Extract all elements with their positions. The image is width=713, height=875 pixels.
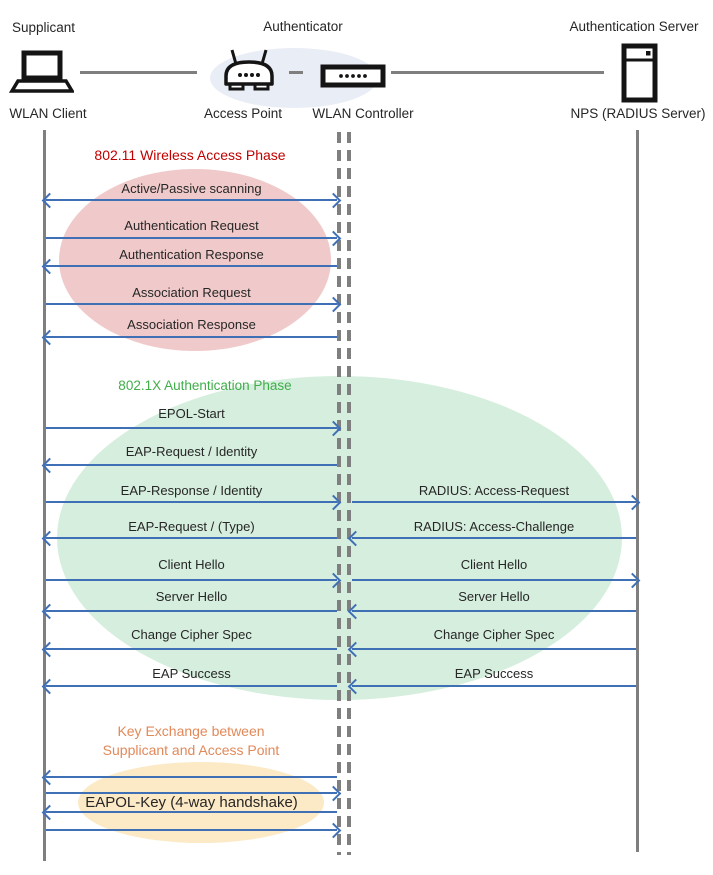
server-icon <box>621 43 658 103</box>
label-server-hello-right: Server Hello <box>458 589 530 604</box>
label-change-cipher-spec-left: Change Cipher Spec <box>131 627 252 642</box>
arrow-eapol-key-msg3 <box>41 804 337 821</box>
label-client-hello-left: Client Hello <box>158 557 225 572</box>
device-label-access-point: Access Point <box>203 106 283 121</box>
arrow-epol-start <box>46 420 342 437</box>
label-active-passive-scanning: Active/Passive scanning <box>121 181 262 196</box>
arrow-eap-request-identity <box>41 457 337 474</box>
wlan-controller-icon <box>320 64 386 88</box>
label-eap-response-identity: EAP-Response / Identity <box>120 483 263 498</box>
label-radius-access-challenge: RADIUS: Access-Challenge <box>413 519 575 534</box>
device-label-wlan-client: WLAN Client <box>9 106 87 121</box>
phase-title-8021x: 802.1X Authentication Phase <box>118 378 292 393</box>
role-supplicant: Supplicant <box>12 20 76 35</box>
lifeline-wlan-client <box>43 130 46 861</box>
arrow-radius-access-request <box>352 494 641 511</box>
label-eapol-key-handshake: EAPOL-Key (4-way handshake) <box>85 794 298 811</box>
role-authenticator: Authenticator <box>263 19 343 34</box>
phase-title-key-exchange: Key Exchange between Supplicant and Acce… <box>60 722 322 760</box>
arrow-eap-response-identity <box>46 494 342 511</box>
arrow-server-hello-left <box>41 603 337 620</box>
label-eap-success-left: EAP Success <box>152 666 231 681</box>
arrow-client-hello-left <box>46 572 342 589</box>
lifeline-wlan-controller-dashed-1 <box>337 132 341 855</box>
label-eap-request-type: EAP-Request / (Type) <box>128 519 255 534</box>
arrow-client-hello-right <box>352 572 641 589</box>
arrow-eapol-key-msg4 <box>46 822 342 839</box>
label-association-request: Association Request <box>132 285 251 300</box>
label-eap-success-right: EAP Success <box>454 666 534 681</box>
lifeline-wlan-controller-dashed-2 <box>347 132 351 855</box>
device-label-nps-radius-server: NPS (RADIUS Server) <box>570 106 706 121</box>
arrow-eap-success-left <box>41 678 337 695</box>
arrow-eap-request-type <box>41 530 337 547</box>
arrow-change-cipher-spec-right <box>347 641 636 658</box>
access-point-icon <box>224 49 274 91</box>
label-association-response: Association Response <box>127 317 256 332</box>
label-authentication-response: Authentication Response <box>119 247 264 262</box>
arrow-authentication-request <box>46 230 342 247</box>
arrow-radius-access-challenge <box>347 530 636 547</box>
arrow-eapol-key-msg2 <box>46 785 342 802</box>
label-change-cipher-spec-right: Change Cipher Spec <box>433 627 555 642</box>
connector-line <box>80 71 197 74</box>
phase-title-key-exchange-line2: Supplicant and Access Point <box>102 742 280 758</box>
laptop-icon <box>8 50 74 93</box>
arrow-eapol-key-msg1 <box>41 769 337 786</box>
label-eap-request-identity: EAP-Request / Identity <box>125 444 258 459</box>
connector-line <box>391 71 604 74</box>
label-epol-start: EPOL-Start <box>158 406 225 421</box>
phase-title-key-exchange-line1: Key Exchange between <box>117 723 265 739</box>
device-label-wlan-controller: WLAN Controller <box>312 106 414 121</box>
connector-line <box>289 71 303 74</box>
label-radius-access-request: RADIUS: Access-Request <box>418 483 570 498</box>
arrow-change-cipher-spec-left <box>41 641 337 658</box>
arrow-association-response <box>41 329 337 346</box>
lifeline-nps-server <box>636 130 639 852</box>
label-authentication-request: Authentication Request <box>124 218 259 233</box>
arrow-authentication-response <box>41 258 337 275</box>
phase-title-80211: 802.11 Wireless Access Phase <box>94 147 286 163</box>
role-authentication-server: Authentication Server <box>569 19 699 34</box>
label-client-hello-right: Client Hello <box>460 557 528 572</box>
arrow-association-request <box>46 296 342 313</box>
arrow-server-hello-right <box>347 603 636 620</box>
arrow-active-passive-scanning <box>41 192 342 209</box>
label-server-hello-left: Server Hello <box>155 589 228 604</box>
arrow-eap-success-right <box>347 678 636 695</box>
